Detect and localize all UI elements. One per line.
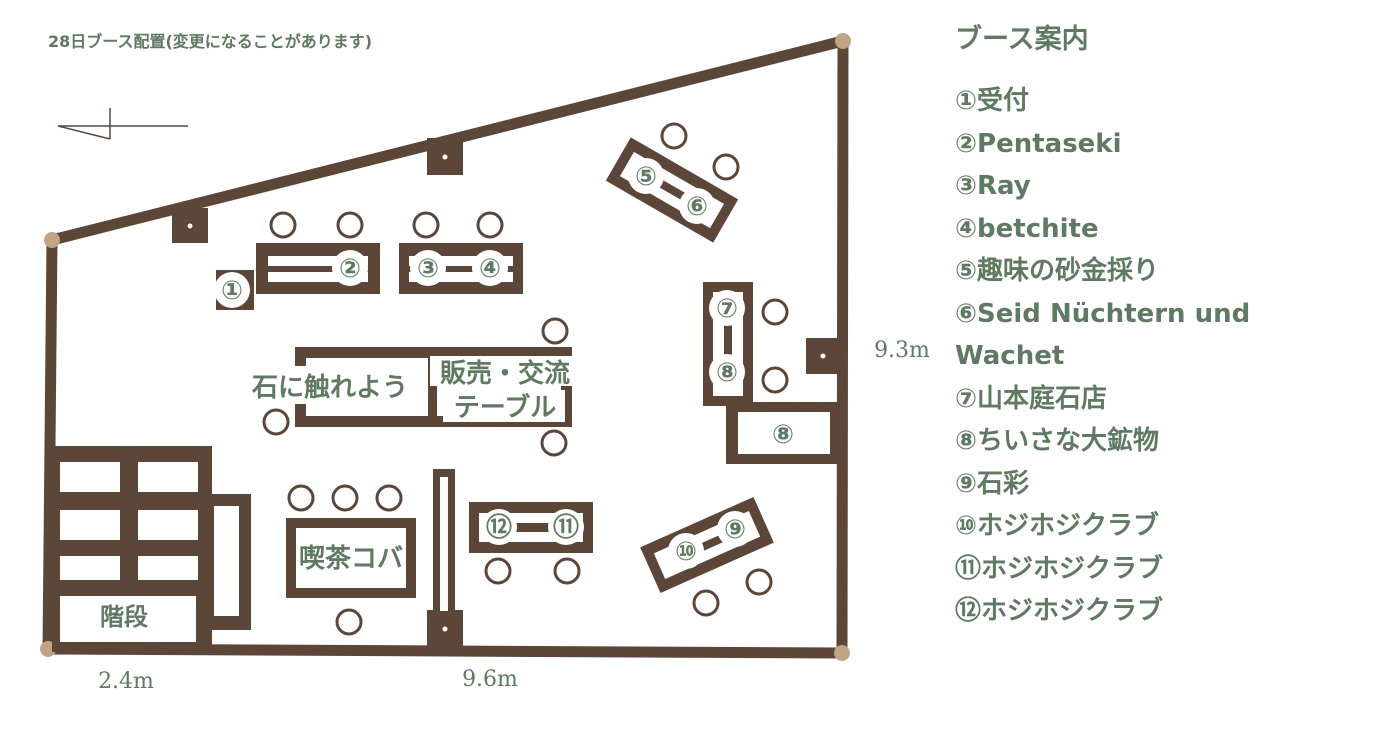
booth-number: ⑥ [686,192,708,222]
legend-item: ⑤趣味の砂金採り [955,256,1160,286]
dimension-right: 9.3m [874,338,930,363]
map-title: 28日ブース配置(変更になることがあります) [48,32,373,51]
legend-title: ブース案内 [955,24,1089,55]
floor-plan: 階段 ① ② ③ ④ ⑤ ⑥ [40,33,930,694]
cafe-label: 喫茶コバ [299,544,403,574]
wall-left [42,239,58,650]
corner-marker [835,33,851,49]
booth-number: ⑦ [716,294,738,324]
booth-number: ⑨ [724,515,746,545]
booth-legend: ブース案内 ①受付 ②Pentaseki ③Ray ④betchite ⑤趣味の… [955,22,1385,633]
booth-number: ① [221,276,243,306]
booth-number: ⑤ [635,162,657,192]
corner-markers [40,33,851,661]
legend-item: ⑥Seid Nüchtern und [955,298,1251,329]
legend-item: ⑪ホジホジクラブ [955,553,1164,584]
legend-item: ⑨石彩 [955,468,1030,499]
legend-item: ④betchite [955,213,1099,244]
booth-number: ⑪ [553,512,579,543]
partition [433,469,455,619]
north-arrow-icon [57,108,188,140]
booth-12-11: ⑫ ⑪ [469,502,593,553]
corner-marker [834,645,850,661]
legend-item: Wachet [955,341,1065,371]
booth-number: ⑩ [675,537,697,567]
legend-item: ①受付 [955,86,1030,116]
legend-item: ③Ray [955,171,1031,201]
booth-number: ② [339,254,361,284]
booth-number: ④ [479,254,501,284]
booth-10-9 [640,496,774,594]
booth-2: ② [256,243,380,294]
booth-number: ③ [417,254,439,284]
sales-label-line1: 販売・交流 [440,358,570,389]
legend-item: ②Pentaseki [955,128,1122,159]
legend-list: ①受付 ②Pentaseki ③Ray ④betchite ⑤趣味の砂金採り ⑥… [955,80,1385,633]
booth-7-8: ⑦ ⑧ [703,282,753,406]
stone-touch-label: 石に触れよう [251,373,408,403]
booth-5-6 [605,137,739,243]
cafe-table: 喫茶コバ [286,518,416,598]
legend-item: ⑦山本庭石店 [955,383,1108,414]
central-table: 石に触れよう 販売・交流 テーブル [251,347,578,427]
booth-number: ⑧ [772,420,794,450]
sales-label-line2: テーブル [454,392,556,423]
booth-1: ① [214,270,254,310]
booth-number: ⑫ [486,512,512,543]
stairs: 階段 [52,446,251,652]
wall-right [836,40,849,654]
legend-item: ⑧ちいさな大鉱物 [955,426,1160,456]
corner-marker [44,232,60,248]
dimension-left-bottom: 2.4m [98,669,154,694]
chairs [269,211,504,239]
dimension-bottom: 9.6m [462,667,518,692]
booth-3-4: ③ ④ [399,243,523,294]
booth-8-shelf: ⑧ [726,402,840,464]
legend-item: ⑫ホジホジクラブ [955,596,1164,626]
legend-item: ⑩ホジホジクラブ [955,511,1160,541]
booth-number: ⑧ [716,358,738,388]
stairs-label: 階段 [100,603,148,631]
